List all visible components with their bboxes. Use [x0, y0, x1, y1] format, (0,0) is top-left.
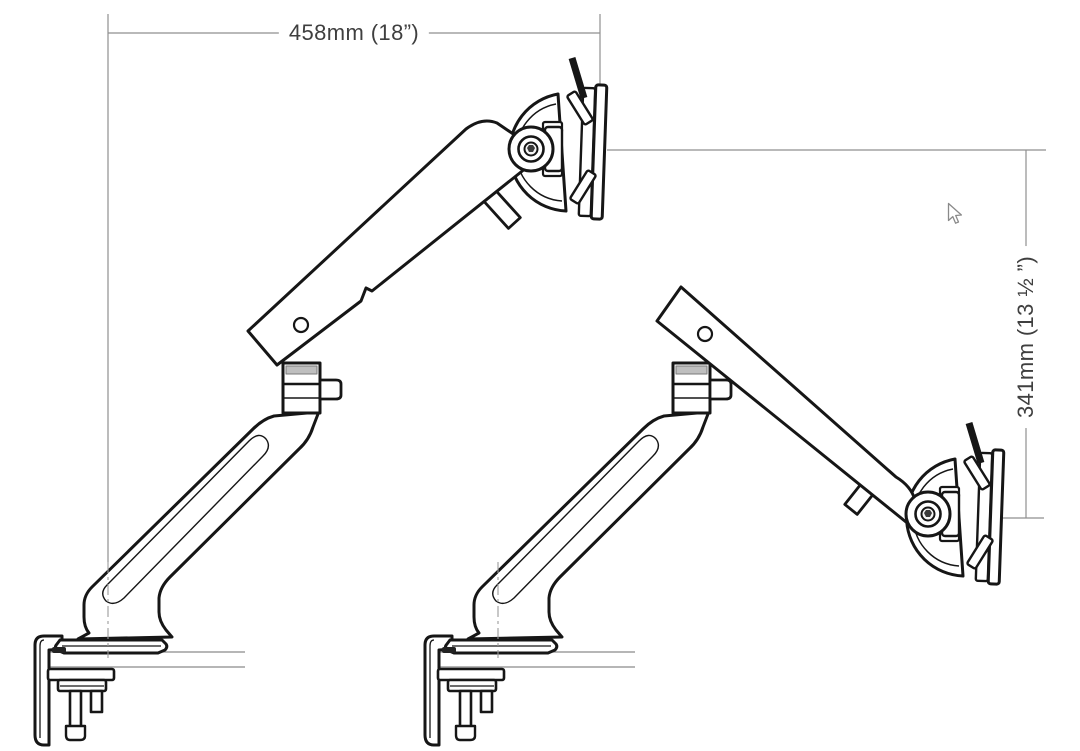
monitor-arm-lowered-figure — [423, 285, 1004, 747]
left-monitor-head-front — [507, 125, 555, 173]
right-base-assembly — [423, 361, 733, 747]
monitor-arm-raised-figure — [33, 58, 607, 747]
right-monitor-head-front — [904, 490, 952, 538]
width-dimension-label: 458mm (18”) — [278, 20, 430, 46]
mouse-cursor — [947, 202, 963, 224]
beam-hole-left — [292, 316, 310, 334]
upper-arm-beam-left — [246, 119, 532, 367]
left-base-assembly — [33, 361, 343, 747]
beam-hole-right — [696, 325, 714, 343]
height-dimension-label: 341mm (13 ½ ”) — [1013, 245, 1039, 429]
